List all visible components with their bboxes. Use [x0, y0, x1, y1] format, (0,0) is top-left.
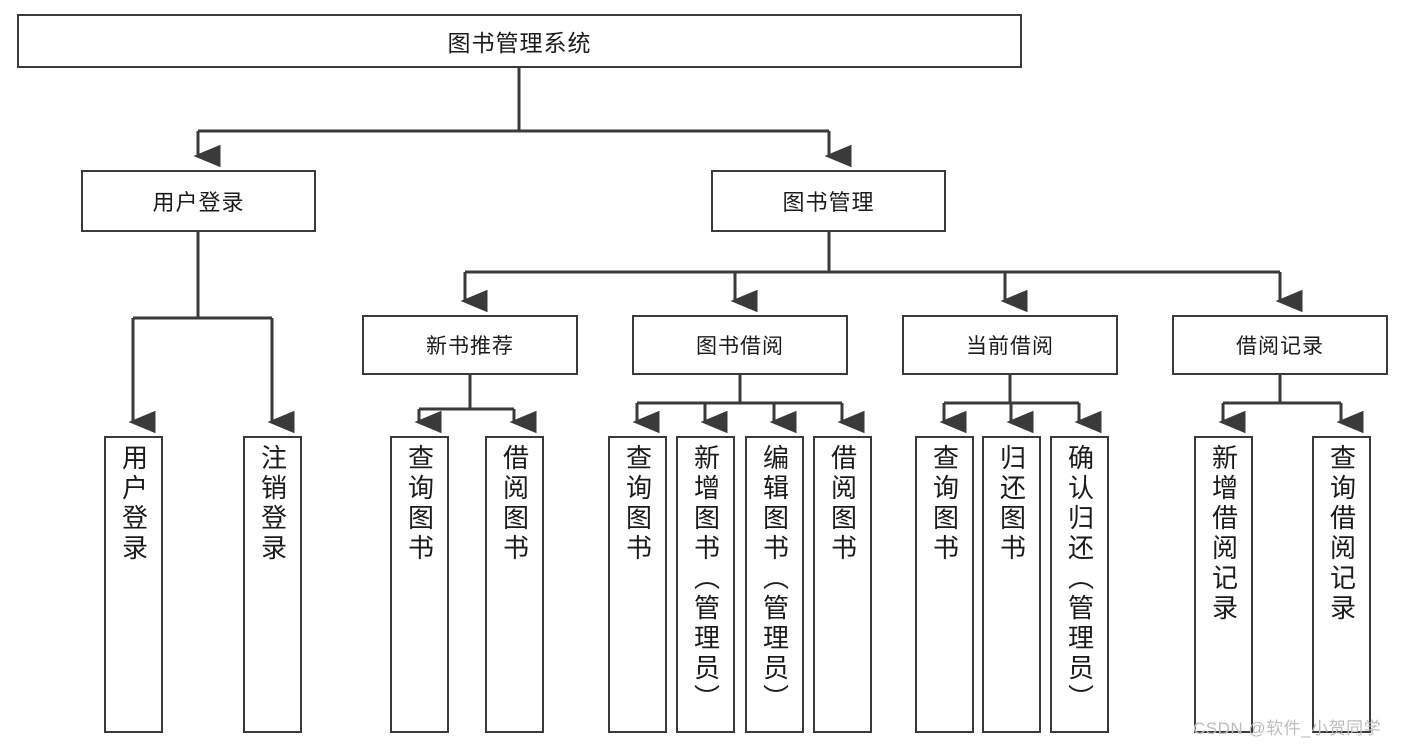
leaf-node-query-book-newbook[interactable]: 查询图书 [390, 436, 449, 733]
node-label: 新增借阅记录 [1208, 444, 1239, 624]
leaf-node-confirm-return-admin[interactable]: 确认归还（管理员） [1050, 436, 1109, 733]
node-label: 确认归还（管理员） [1064, 444, 1095, 714]
node-label: 查询图书 [404, 444, 435, 564]
node-borrow-record[interactable]: 借阅记录 [1172, 315, 1388, 375]
leaf-node-return-book[interactable]: 归还图书 [982, 436, 1041, 733]
node-label: 图书借阅 [696, 335, 784, 358]
leaf-node-query-book-current[interactable]: 查询图书 [915, 436, 974, 733]
leaf-node-add-borrow-record[interactable]: 新增借阅记录 [1194, 436, 1253, 733]
node-book-management[interactable]: 图书管理 [711, 170, 946, 232]
node-label: 图书管理 [782, 190, 875, 215]
node-label: 查询图书 [929, 444, 960, 564]
leaf-node-query-borrow-record[interactable]: 查询借阅记录 [1312, 436, 1371, 733]
node-label: 新增图书（管理员） [690, 444, 721, 714]
leaf-node-logout[interactable]: 注销登录 [243, 436, 302, 733]
leaf-node-borrow-book[interactable]: 借阅图书 [813, 436, 872, 733]
node-label: 查询图书 [622, 444, 653, 564]
leaf-node-query-book-borrow[interactable]: 查询图书 [608, 436, 667, 733]
node-label: 编辑图书（管理员） [759, 444, 790, 714]
leaf-node-add-book-admin[interactable]: 新增图书（管理员） [676, 436, 735, 733]
node-book-borrow[interactable]: 图书借阅 [632, 315, 848, 375]
node-label: 借阅图书 [499, 444, 530, 564]
node-root-system[interactable]: 图书管理系统 [17, 14, 1022, 68]
leaf-node-edit-book-admin[interactable]: 编辑图书（管理员） [745, 436, 804, 733]
node-label: 归还图书 [996, 444, 1027, 564]
node-label: 借阅记录 [1236, 335, 1324, 358]
node-label: 新书推荐 [426, 335, 514, 358]
leaf-node-borrow-book-newbook[interactable]: 借阅图书 [485, 436, 544, 733]
node-label: 用户登录 [118, 444, 149, 564]
node-label: 注销登录 [257, 444, 288, 564]
node-label: 借阅图书 [827, 444, 858, 564]
node-current-borrow[interactable]: 当前借阅 [902, 315, 1118, 375]
node-label: 查询借阅记录 [1326, 444, 1357, 624]
node-label: 用户登录 [152, 190, 245, 215]
node-label: 图书管理系统 [447, 30, 592, 56]
watermark: CSDN @软件_小贺同学 [1193, 719, 1382, 738]
leaf-node-user-login[interactable]: 用户登录 [104, 436, 163, 733]
node-label: 当前借阅 [966, 335, 1054, 358]
node-user-login[interactable]: 用户登录 [81, 170, 316, 232]
node-new-book-recommend[interactable]: 新书推荐 [362, 315, 578, 375]
